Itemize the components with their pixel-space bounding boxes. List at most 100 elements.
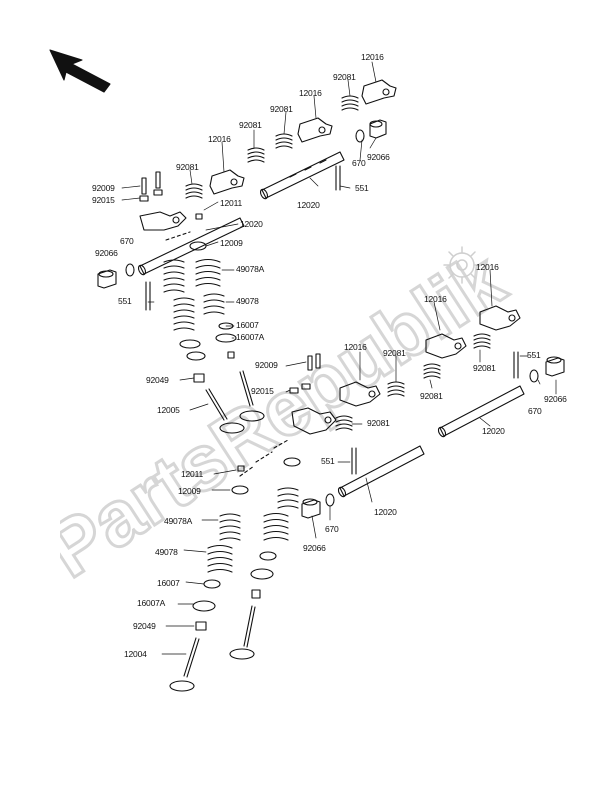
retainer-12009-r bbox=[283, 457, 301, 467]
o-ring-670 bbox=[529, 369, 539, 383]
label-92081: 92081 bbox=[176, 162, 199, 172]
label-12005: 12005 bbox=[157, 405, 180, 415]
label-12009: 12009 bbox=[178, 486, 201, 496]
label-12016: 12016 bbox=[299, 88, 322, 98]
valve-12005-right bbox=[239, 370, 265, 422]
o-ring-670 bbox=[125, 263, 135, 277]
label-551: 551 bbox=[355, 183, 369, 193]
label-551: 551 bbox=[118, 296, 132, 306]
label-12016: 12016 bbox=[361, 52, 384, 62]
label-92015: 92015 bbox=[251, 386, 274, 396]
spring-92081 bbox=[275, 133, 293, 149]
rocker-arm-12016 bbox=[361, 79, 397, 105]
label-670: 670 bbox=[352, 158, 366, 168]
cap-92066 bbox=[545, 356, 565, 377]
lower-shaft-12020 bbox=[337, 445, 425, 498]
label-92049: 92049 bbox=[146, 375, 169, 385]
label-12020: 12020 bbox=[240, 219, 263, 229]
cap-92066 bbox=[301, 498, 321, 519]
label-670: 670 bbox=[120, 236, 134, 246]
right-shaft-12020 bbox=[437, 385, 525, 438]
valve-spring-inner-49078 bbox=[203, 293, 225, 315]
label-92081: 92081 bbox=[239, 120, 262, 130]
leader-dashed bbox=[239, 439, 289, 477]
valve-spring-49078 bbox=[207, 512, 289, 573]
label-49078A: 49078A bbox=[236, 264, 265, 274]
label-49078A: 49078A bbox=[164, 516, 193, 526]
seal-92049 bbox=[193, 373, 205, 383]
adjuster-92009 bbox=[289, 353, 321, 394]
spring-92081 bbox=[423, 363, 441, 379]
label-92081: 92081 bbox=[383, 348, 406, 358]
label-12020: 12020 bbox=[297, 200, 320, 210]
label-16007: 16007 bbox=[157, 578, 180, 588]
leader-lines bbox=[121, 61, 557, 655]
rocker-arm-12016 bbox=[291, 407, 337, 435]
label-92081: 92081 bbox=[420, 391, 443, 401]
label-92081: 92081 bbox=[333, 72, 356, 82]
spring-92081 bbox=[185, 183, 203, 199]
pin-551 bbox=[145, 281, 151, 311]
upper-rocker-shaft-2 bbox=[137, 217, 245, 276]
label-12016: 12016 bbox=[208, 134, 231, 144]
spring-92081 bbox=[387, 381, 405, 397]
label-12020: 12020 bbox=[482, 426, 505, 436]
rocker-arm-12016 bbox=[297, 117, 333, 143]
label-92066: 92066 bbox=[367, 152, 390, 162]
upper-rocker-shaft-12020 bbox=[259, 151, 345, 200]
valve-12004-right bbox=[229, 605, 256, 660]
label-12011: 12011 bbox=[220, 198, 243, 208]
seat-16007-left bbox=[186, 351, 206, 361]
label-12011: 12011 bbox=[181, 469, 204, 479]
label-12016: 12016 bbox=[476, 262, 499, 272]
label-12016: 12016 bbox=[424, 294, 447, 304]
retainer-12009 bbox=[231, 485, 249, 495]
label-92081: 92081 bbox=[367, 418, 390, 428]
label-92015: 92015 bbox=[92, 195, 115, 205]
label-92066: 92066 bbox=[303, 543, 326, 553]
seat-16007A-left bbox=[179, 339, 201, 349]
label-16007A: 16007A bbox=[236, 332, 265, 342]
seat-16007-r bbox=[259, 551, 277, 561]
label-12004: 12004 bbox=[124, 649, 147, 659]
seat-16007 bbox=[203, 579, 221, 589]
spring-92081 bbox=[341, 95, 359, 111]
valve-spring-49078A bbox=[219, 487, 299, 541]
cap-92066 bbox=[369, 119, 387, 139]
cap-92066 bbox=[97, 269, 117, 289]
label-92049: 92049 bbox=[133, 621, 156, 631]
o-ring-670 bbox=[355, 129, 365, 143]
spring-92081 bbox=[247, 147, 265, 163]
label-12016: 12016 bbox=[344, 342, 367, 352]
rocker-arm-12016 bbox=[209, 169, 245, 195]
spring-92081 bbox=[335, 415, 353, 431]
label-92066: 92066 bbox=[95, 248, 118, 258]
label-551: 551 bbox=[527, 350, 541, 360]
label-92009: 92009 bbox=[92, 183, 115, 193]
pin-551 bbox=[335, 165, 341, 191]
label-49078: 49078 bbox=[236, 296, 259, 306]
shim-12011 bbox=[237, 465, 245, 472]
label-16007A: 16007A bbox=[137, 598, 166, 608]
seal-92049-r bbox=[227, 351, 235, 359]
valve-spring-left-stack bbox=[163, 259, 195, 331]
valve-12005 bbox=[205, 388, 245, 434]
seal-92049 bbox=[195, 621, 207, 631]
label-551: 551 bbox=[321, 456, 335, 466]
label-16007: 16007 bbox=[236, 320, 259, 330]
label-92081: 92081 bbox=[270, 104, 293, 114]
seat-16007A bbox=[215, 333, 237, 343]
label-49078: 49078 bbox=[155, 547, 178, 557]
label-12009: 12009 bbox=[220, 238, 243, 248]
label-92066: 92066 bbox=[544, 394, 567, 404]
rocker-arm-12016 bbox=[339, 381, 381, 407]
valve-12004 bbox=[169, 637, 200, 692]
valve-spring-outer-49078A bbox=[195, 258, 221, 287]
label-92081: 92081 bbox=[473, 363, 496, 373]
seat-16007A bbox=[192, 600, 216, 612]
pin-551 bbox=[513, 351, 519, 379]
label-92009: 92009 bbox=[255, 360, 278, 370]
seat-16007A-r bbox=[250, 568, 274, 580]
